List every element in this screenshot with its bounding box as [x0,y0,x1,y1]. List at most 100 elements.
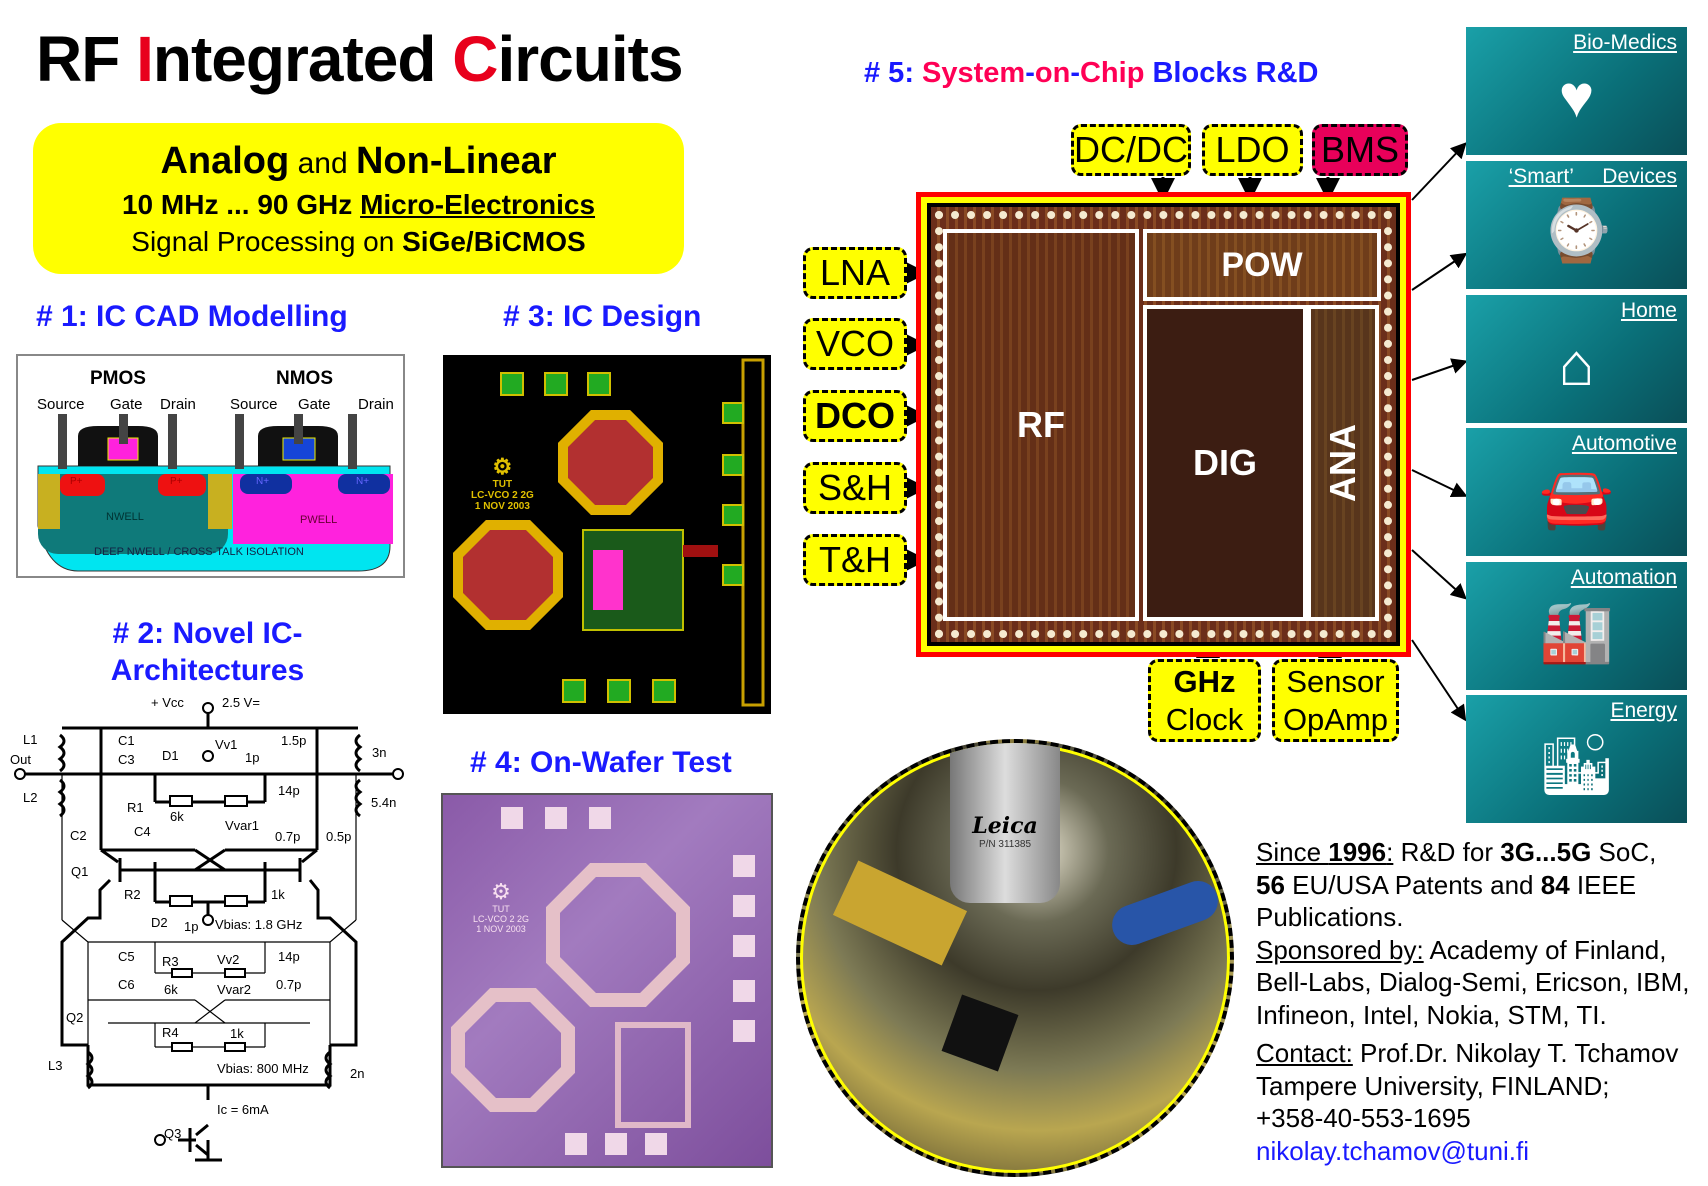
bond-pad-ring [935,211,1392,638]
probe-block [941,994,1019,1072]
pow-block: POW [1143,229,1381,301]
tile-label: Energy [1610,699,1677,722]
cap-0.7p-label: 0.7p [275,829,301,844]
wafer-drawing [451,807,755,1155]
ghz-text: GHz [1173,663,1236,699]
probe-cable [1106,875,1224,951]
Q1-label: Q1 [71,864,89,879]
car-icon: 🚘 [1539,464,1614,531]
layout-text-line: LC-VCO 2 2G [471,490,534,501]
microscope-part-number: P/N 311385 [978,839,1032,850]
wafer-text-line: 1 NOV 2003 [476,924,526,934]
pmos-drain-label: Drain [160,396,196,413]
smartwatch-icon: ⌚ [1539,197,1614,264]
s5-chip: Chip [1079,57,1145,89]
sponsors-text: Bell-Labs, Dialog-Semi, Ericson, IBM, [1256,967,1690,997]
layout-drawing [453,358,765,707]
soc-label-bms: BMS [1312,124,1408,176]
C1-label: C1 [118,733,135,748]
cap-0.7p-label: 0.7p [276,977,302,992]
banner-technology: SiGe/BiCMOS [402,226,586,257]
nplus-label: N+ [356,476,370,487]
layout-logo-text: ⚙ TUT LC-VCO 2 2G 1 NOV 2003 [471,455,534,513]
title-part: RF [36,23,137,95]
ana-label: ANA [1322,424,1363,502]
cmos-cross-section: PMOS NMOS Source Gate Drain Source Gate … [16,354,405,578]
ieee-count: 84 [1540,869,1570,900]
pplus-label: P+ [170,476,183,487]
R3-label: R3 [162,954,179,969]
contact-email-link[interactable]: nikolay.tchamov@tuni.fi [1256,1135,1530,1166]
application-tile-bio-medics: Bio-Medics♥ [1466,27,1687,155]
banner-signal-processing: Signal Processing on [131,226,403,257]
s5-prefix: # 5: [864,57,923,89]
heart-pulse-icon: ♥ [1558,63,1595,130]
section-2-heading: # 2: Novel IC-Architectures [0,615,415,689]
cap-14p-label: 14p [278,783,300,798]
C4-label: C4 [134,824,151,839]
contact-name: Prof.Dr. Nikolay T. Tchamov [1352,1038,1679,1068]
generations: 3G...5G [1500,837,1592,867]
C6-label: C6 [118,977,135,992]
soc-label-ldo: LDO [1202,124,1303,176]
opamp-text: OpAmp [1282,701,1389,737]
patents-line: 56 EU/USA Patents and 84 IEEE [1256,869,1706,902]
R1-label: R1 [127,800,144,815]
supply-voltage-label: 2.5 V= [222,695,260,710]
contact-phone: +358-40-553-1695 [1256,1103,1471,1133]
section-2-line1: # 2: Novel IC- [112,617,303,650]
soc-label-vco: VCO [803,318,907,370]
tile-label: Automation [1570,566,1677,589]
vcc-label: + Vcc [151,695,184,710]
pmos-source-label: Source [37,396,85,413]
nmos-source-label: Source [230,396,278,413]
soc-label-dco: DCO [803,390,907,442]
tile-label: Automotive [1571,432,1677,455]
Q2-label: Q2 [66,1010,84,1025]
R4-label: R4 [162,1025,179,1040]
section-1-heading: # 1: IC CAD Modelling [36,300,348,333]
since-text: SoC, [1591,837,1657,867]
wafer-text-line: LC-VCO 2 2G [473,914,530,924]
C3-label: C3 [118,752,135,767]
application-tile-energy: Energy 🏙 [1466,695,1687,823]
pplus-label: P+ [70,476,83,487]
layout-text-line: TUT [492,479,513,490]
deep-nwell-label: DEEP NWELL / CROSS-TALK ISOLATION [94,546,304,558]
soc-die-photo: RF POW DIG ANA [916,192,1411,657]
probe-arm [832,860,968,966]
rf-block: RF [943,229,1139,621]
banner-frequency: 10 MHz ... 90 GHz [121,189,361,220]
s5-dash: - [1025,57,1035,89]
cmos-drawing [37,414,393,572]
probe-station-photo: Leica P/N 311385 [796,739,1234,1177]
L3-label: L3 [48,1058,63,1073]
since-label: Since [1256,837,1329,867]
info-block: Since 1996: R&D for 3G...5G SoC, 56 EU/U… [1256,836,1706,1167]
section-4-heading: # 4: On-Wafer Test [470,746,732,779]
smart-home-icon: ⌂ [1558,331,1595,398]
application-tile-automotive: Automotive 🚘 [1466,428,1687,556]
cap-1p-label: 1p [184,919,199,934]
nmos-drain-label: Drain [358,396,394,413]
wind-turbine-city-icon: 🏙 [1538,731,1615,798]
patents-text: EU/USA Patents and [1284,869,1541,900]
res-6k-label: 6k [170,809,184,824]
title-part: ntegrated [152,23,453,95]
s5-suffix: Blocks R&D [1144,57,1319,89]
L2-label: L2 [23,790,38,805]
publications-text: Publications. [1256,902,1404,932]
nplus-label: N+ [256,476,270,487]
summary-banner: Analog and Non-Linear 10 MHz ... 90 GHz … [33,123,684,274]
banner-and: and [289,147,356,180]
pwell-label: PWELL [300,514,338,526]
since-year: 1996 [1328,837,1387,867]
vco-circuit-schematic: + Vcc 2.5 V= L1 Out C1 C3 D1 Vv1 1p 1.5p… [0,690,430,1186]
vbias-800mhz-label: Vbias: 800 MHz [217,1061,309,1076]
ind-3n-label: 3n [372,745,387,760]
application-tile-smart-devices: ‘Smart’ Devices⌚ [1466,161,1687,289]
patent-count: 56 [1256,869,1285,900]
sponsors-text: Infineon, Intel, Nokia, STM, TI. [1256,999,1607,1030]
wafer-text-line: TUT [492,904,510,914]
